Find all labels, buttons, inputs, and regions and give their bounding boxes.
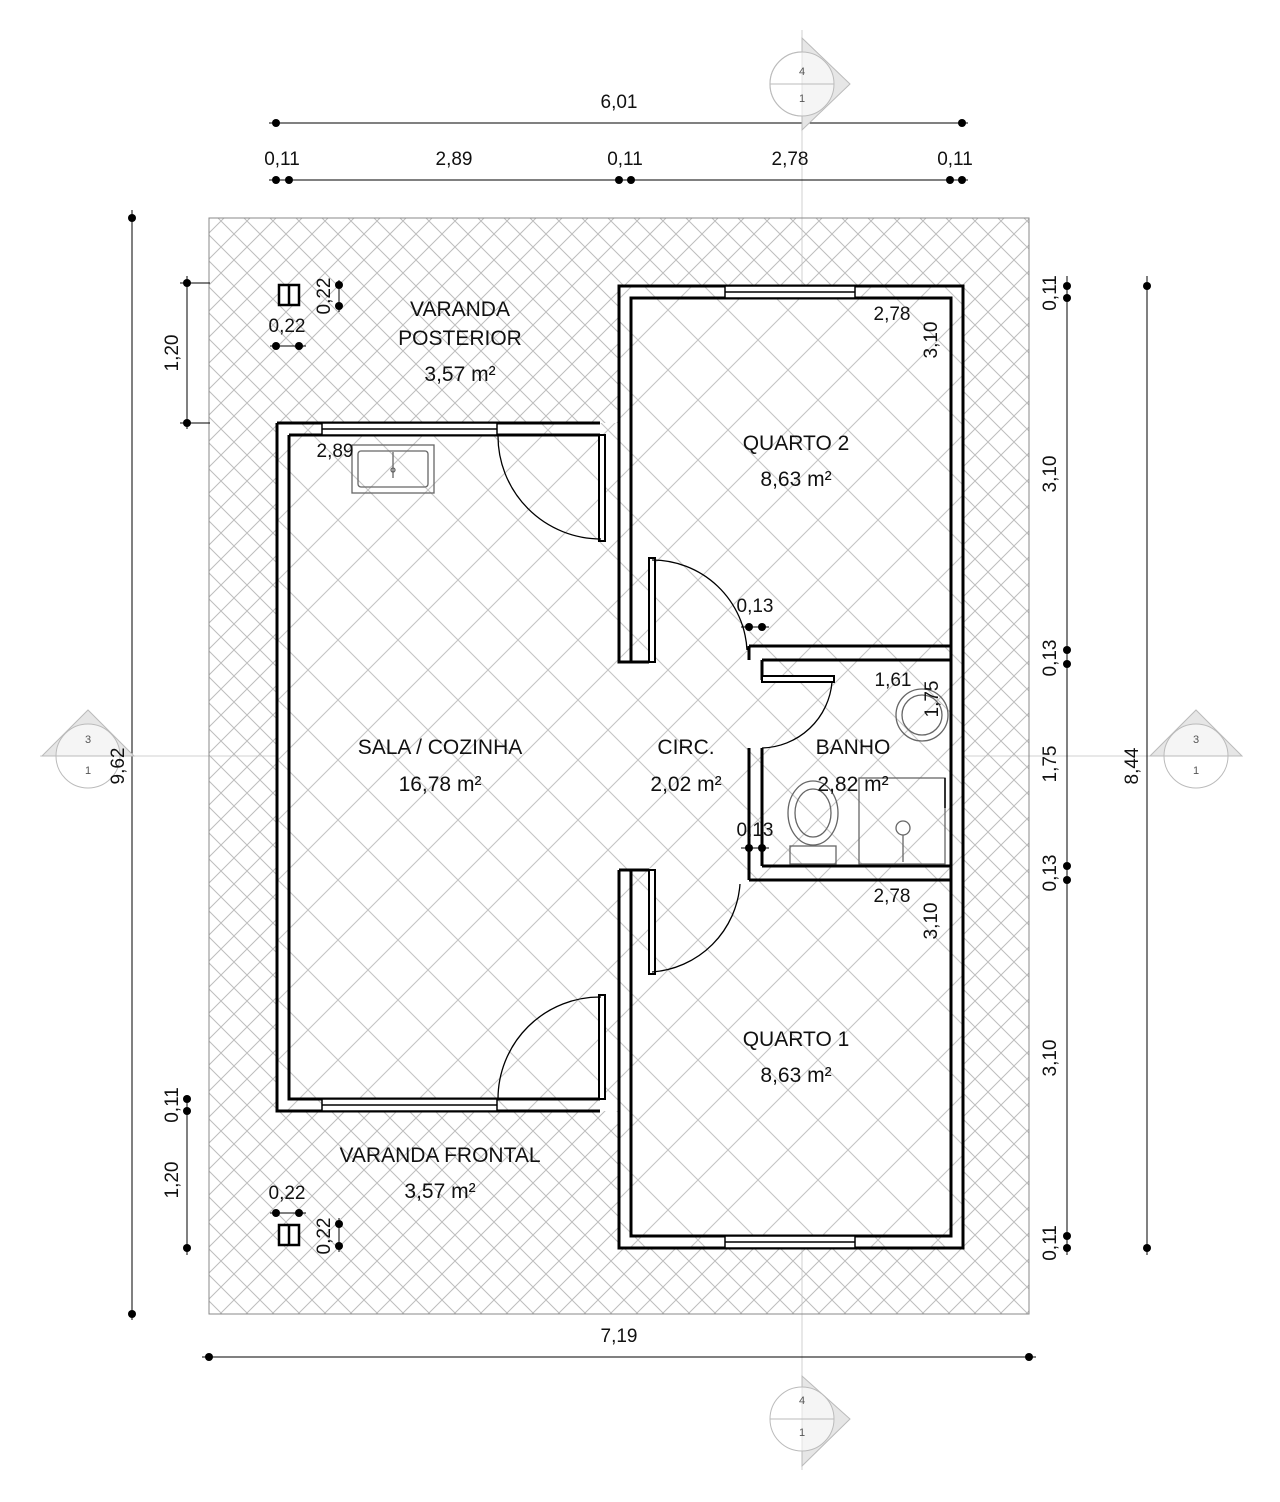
dim-top-part-4: 2,78 [772, 149, 809, 170]
room-name-quarto2: QUARTO 2 [743, 432, 850, 455]
section-num: 4 [799, 1395, 805, 1407]
dim-column-bottom-w: 0,22 [269, 1183, 306, 1204]
fixtures [351, 444, 952, 865]
dim-top-part-1: 0,11 [264, 149, 300, 170]
dim-right-part-4: 1,75 [1040, 746, 1061, 783]
dim-right-part-2: 3,10 [1040, 456, 1061, 493]
dim-left-varanda-posterior: 1,20 [162, 335, 183, 372]
room-labels: VARANDA POSTERIOR 3,57 m² QUARTO 2 8,63 … [339, 298, 890, 1203]
room-name-banho: BANHO [816, 736, 891, 759]
windows [321, 285, 856, 1249]
section-marker-bottom: 4 1 [769, 1374, 851, 1468]
dim-top-part-5: 0,11 [937, 149, 973, 170]
section-sheet: 1 [799, 93, 805, 105]
dim-right-total: 8,44 [1122, 747, 1143, 784]
toilet [787, 780, 839, 865]
dim-bottom-total: 7,19 [601, 1326, 638, 1347]
dim-quarto2-w: 2,78 [874, 304, 911, 325]
dim-left-varanda-frontal: 1,20 [162, 1162, 183, 1199]
room-area-circ: 2,02 m² [650, 773, 721, 796]
room-name-varanda-posterior-1: VARANDA [410, 298, 510, 321]
dim-left-wall-frontal: 0,11 [162, 1087, 183, 1123]
room-area-quarto1: 8,63 m² [760, 1064, 831, 1087]
interior-floor [277, 286, 963, 1248]
dimension-labels: 6,01 0,11 2,89 0,11 2,78 0,11 7,19 9,62 … [108, 92, 1143, 1347]
dim-column-top-h: 0,22 [314, 278, 335, 315]
dim-top-total: 6,01 [601, 92, 638, 113]
room-area-varanda-posterior: 3,57 m² [424, 363, 495, 386]
dim-banho-w: 1,61 [875, 670, 912, 691]
room-area-varanda-frontal: 3,57 m² [404, 1180, 475, 1203]
room-name-varanda-frontal: VARANDA FRONTAL [339, 1144, 540, 1167]
dim-banho-h: 1,75 [922, 681, 943, 718]
section-num: 4 [799, 66, 805, 78]
dim-right-part-6: 3,10 [1040, 1040, 1061, 1077]
dim-right-part-3: 0,13 [1040, 640, 1061, 677]
section-marker-left: 3 1 [40, 709, 136, 789]
room-name-quarto1: QUARTO 1 [743, 1028, 850, 1051]
dim-circ-wall-top: 0,13 [737, 596, 774, 617]
section-num: 3 [85, 734, 91, 746]
section-marker-top: 4 1 [769, 36, 851, 132]
dim-left-total: 9,62 [108, 748, 129, 785]
doors [497, 434, 835, 1100]
section-sheet: 1 [1193, 765, 1199, 777]
dimension-lines [131, 122, 1148, 1358]
room-name-varanda-posterior-2: POSTERIOR [398, 327, 522, 350]
dim-quarto1-h: 3,10 [921, 903, 942, 940]
section-sheet: 1 [85, 765, 91, 777]
dim-top-part-3: 0,11 [607, 149, 643, 170]
room-area-quarto2: 8,63 m² [760, 468, 831, 491]
columns [277, 283, 301, 1247]
section-num: 3 [1193, 734, 1199, 746]
dimension-ticks [128, 119, 1151, 1361]
room-area-sala-cozinha: 16,78 m² [399, 773, 482, 796]
dim-top-part-2: 2,89 [436, 149, 473, 170]
dim-sala-w: 2,89 [317, 441, 354, 462]
shower [858, 777, 952, 865]
dim-column-top-w: 0,22 [269, 316, 306, 337]
dim-right-part-5: 0,13 [1040, 855, 1061, 892]
sink [351, 444, 435, 494]
room-name-circ: CIRC. [657, 736, 714, 759]
section-sheet: 1 [799, 1427, 805, 1439]
dim-column-bottom-h: 0,22 [314, 1218, 335, 1255]
dim-quarto2-h: 3,10 [921, 322, 942, 359]
room-name-sala-cozinha: SALA / COZINHA [358, 736, 523, 759]
dim-right-part-7: 0,11 [1040, 1225, 1061, 1261]
room-area-banho: 2,82 m² [817, 773, 888, 796]
washbasin [895, 688, 949, 742]
dim-circ-wall-bottom: 0,13 [737, 820, 774, 841]
dim-quarto1-w: 2,78 [874, 886, 911, 907]
dim-right-part-1: 0,11 [1040, 275, 1061, 311]
section-marker-right: 3 1 [1148, 709, 1244, 789]
